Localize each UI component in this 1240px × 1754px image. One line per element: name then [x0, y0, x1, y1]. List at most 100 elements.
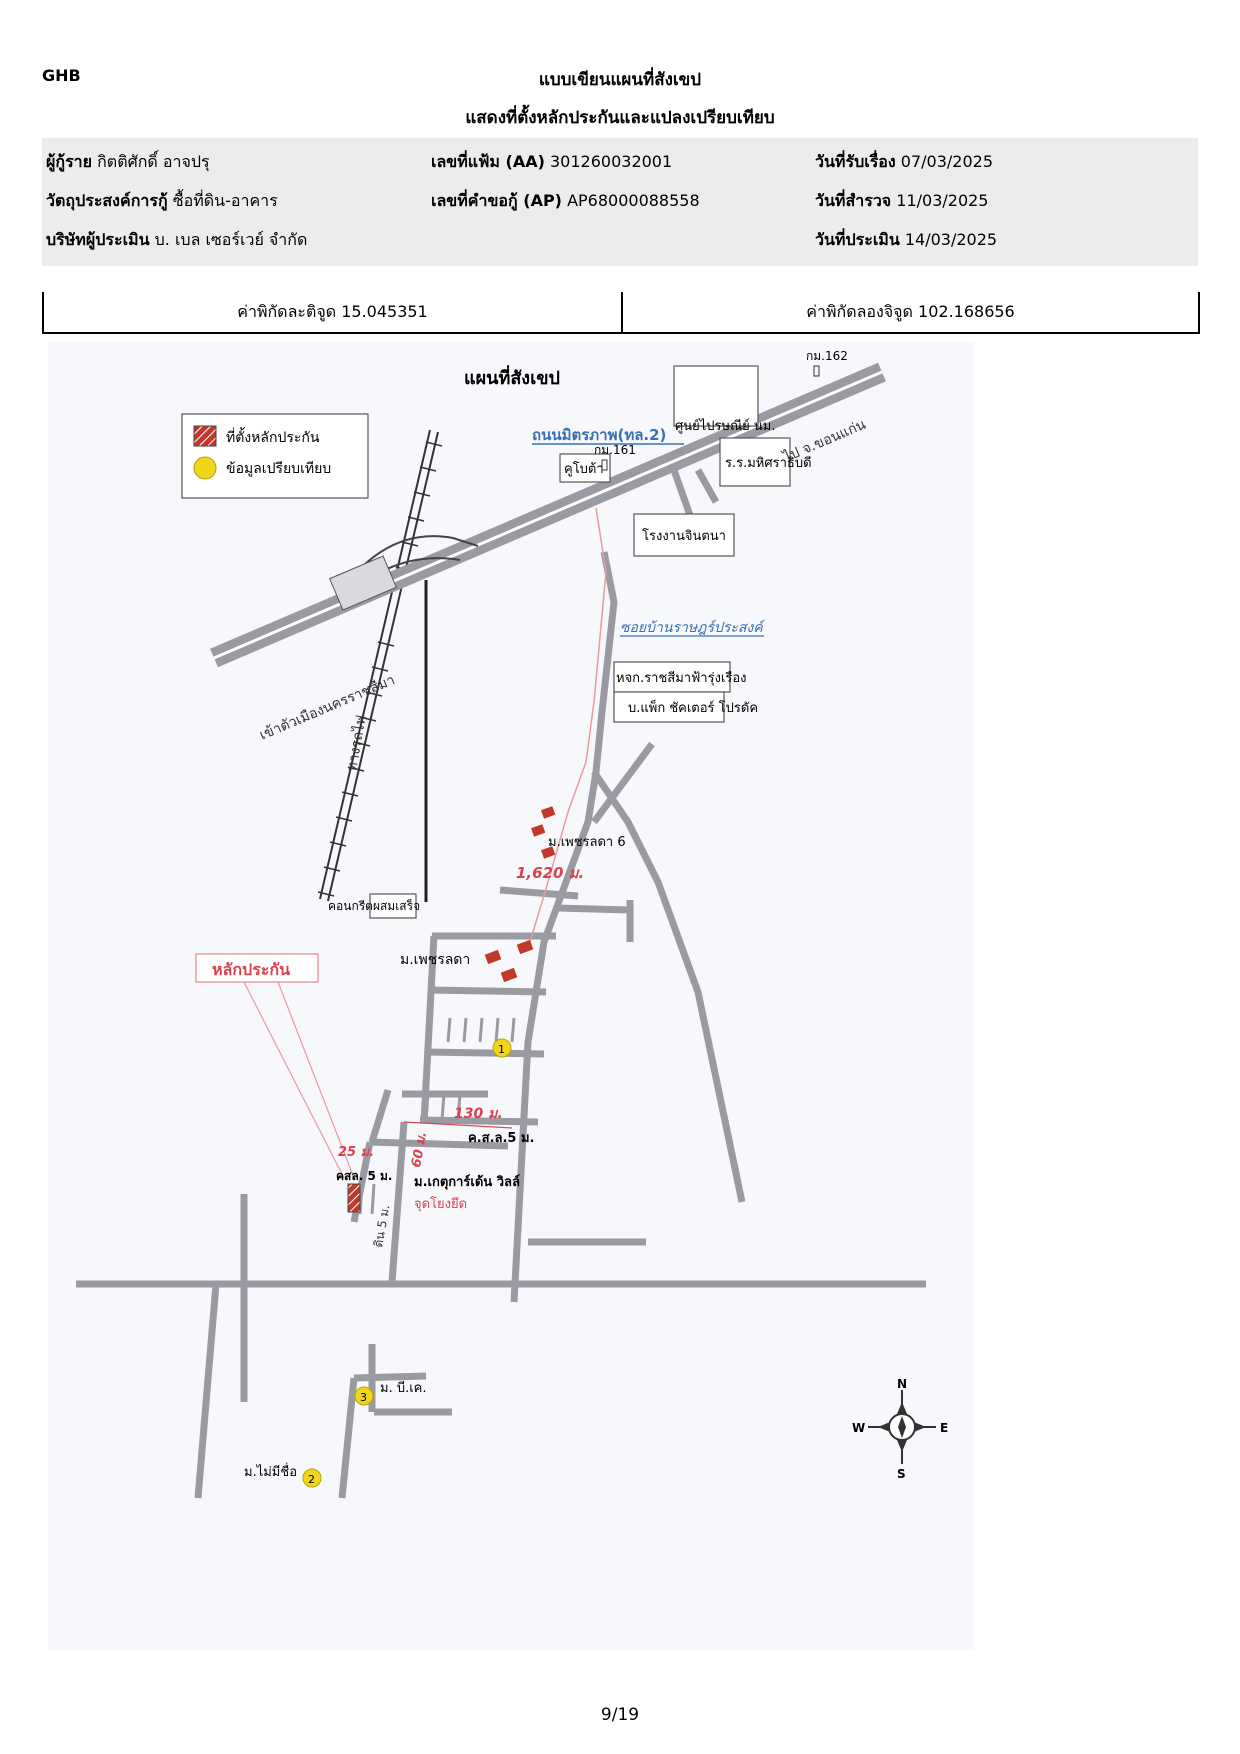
factory-box [633, 513, 735, 557]
highway-label: ถนนมิตรภาพ(ทล.2) [532, 426, 666, 444]
borrower-row: ผู้กู้ราย กิตติศักดิ์ อาจปรุ [46, 150, 210, 175]
distance-130-label: 130 ม. [454, 1106, 503, 1122]
page-title: แบบเขียนแผนที่สังเขป [538, 70, 702, 90]
house-icon [484, 949, 502, 965]
house-icon [540, 806, 556, 819]
shop1-label: หจก.ราชสีมาฟ้ารุ่งเรือง [616, 670, 747, 686]
distance-130-line [403, 1121, 513, 1129]
village-phet-label: ม.เพชรลดา [400, 952, 470, 968]
distance-60-label: 60 ม. [409, 1131, 430, 1169]
received-label: วันที่รับเรื่อง [815, 152, 896, 171]
soi-label: ซอยบ้านราษฎร์ประสงค์ [620, 619, 766, 636]
comparable-marker-1: 1 [492, 1038, 512, 1058]
legend-comparable-label: ข้อมูลเปรียบเทียบ [226, 461, 331, 477]
appraiser-row: บริษัทผู้ประเมิน บ. เบล เซอร์เวย์ จำกัด [46, 228, 307, 253]
concrete-box [369, 893, 417, 919]
latitude-cell: ค่าพิกัดละติจูด 15.045351 [237, 302, 428, 321]
building-boxes [369, 365, 791, 919]
comparable-marker-1-label: 1 [498, 1043, 505, 1056]
comparable-marker-2-label: 2 [308, 1473, 315, 1486]
compass-n-label: N [897, 1377, 907, 1391]
post-center-label: ศูนย์ไปรษณีย์ นม. [675, 418, 776, 434]
file-label: เลขที่แฟ้ม (AA) [431, 152, 545, 171]
survey-value: 11/03/2025 [896, 191, 989, 210]
page-subtitle: แสดงที่ตั้งหลักประกันและแปลงเปรียบเทียบ [465, 108, 775, 128]
coordinates-table: ค่าพิกัดละติจูด 15.045351 ค่าพิกัดลองจิจ… [42, 292, 1200, 334]
plot-lines [358, 1017, 532, 1215]
comparable-marker-3: 3 [354, 1386, 374, 1406]
house-icon [530, 824, 546, 837]
appraisal-row: วันที่ประเมิน 14/03/2025 [815, 228, 997, 253]
purpose-value: ซื้อที่ดิน-อาคาร [172, 191, 278, 210]
concrete-label: คอนกรีตผสมเสร็จ [328, 898, 420, 913]
road-kssl-label: คสล. 5 ม. [336, 1169, 392, 1183]
appraiser-value: บ. เบล เซอร์เวย์ จำกัด [154, 230, 308, 249]
compass-w-label: W [852, 1421, 865, 1435]
info-panel: ผู้กู้ราย กิตติศักดิ์ อาจปรุ วัตถุประสงค… [42, 138, 1198, 266]
map-title: แผนที่สังเขป [464, 365, 560, 389]
km161-post-icon [601, 459, 608, 471]
collateral-callout-label: หลักประกัน [212, 960, 290, 979]
km162-label: กม.162 [806, 349, 848, 363]
post-center-box [673, 365, 759, 427]
compass-icon [868, 1390, 936, 1464]
file-row: เลขที่แฟ้ม (AA) 301260032001 [431, 150, 672, 175]
distance-1620-path [529, 507, 607, 943]
factory-label: โรงงานจินตนา [642, 528, 726, 544]
collateral-callout-leader [277, 981, 355, 1179]
collateral-plot [347, 1183, 361, 1213]
request-value: AP68000088558 [567, 191, 700, 210]
house-icon [516, 939, 534, 955]
distance-1620-label: 1,620 ม. [516, 864, 584, 882]
borrower-label: ผู้กู้ราย [46, 152, 93, 171]
received-value: 07/03/2025 [900, 152, 994, 171]
appraiser-label: บริษัทผู้ประเมิน [46, 230, 150, 249]
collateral-callout-leader [243, 981, 345, 1179]
school-box [719, 437, 791, 487]
longitude-cell: ค่าพิกัดลองจิจูด 102.168656 [806, 302, 1015, 321]
survey-label: วันที่สำรวจ [815, 191, 892, 210]
coordinates-divider [621, 292, 623, 332]
kubota-label: คูโบต้า [564, 461, 604, 477]
km161-label: กม.161 [594, 443, 636, 457]
purpose-label: วัตถุประสงค์การกู้ [46, 191, 168, 210]
school-label: ร.ร.มหิศราธิบดี [725, 455, 812, 471]
legend-comparable-icon [193, 456, 217, 480]
appraisal-value: 14/03/2025 [904, 230, 998, 249]
village-bik-label: ม. บี.เค. [380, 1380, 427, 1396]
request-label: เลขที่คำขอกู้ (AP) [431, 191, 562, 210]
appraisal-label: วันที่ประเมิน [815, 230, 900, 249]
received-row: วันที่รับเรื่อง 07/03/2025 [815, 150, 993, 175]
village-phet6-label: ม.เพชรลดา 6 [548, 835, 626, 850]
house-icons [484, 806, 556, 983]
km162-post-icon [813, 365, 820, 377]
house-icon [540, 846, 556, 859]
request-row: เลขที่คำขอกู้ (AP) AP68000088558 [431, 189, 700, 214]
overpass [329, 555, 397, 611]
legend-collateral-icon [193, 425, 217, 447]
shop2-box [613, 691, 725, 723]
shop1-box [613, 661, 731, 693]
village-ket-label: ม.เกตุการ์เด้น วิลล์ [414, 1174, 520, 1190]
comparable-marker-2: 2 [302, 1468, 322, 1488]
legend-collateral-label: ที่ตั้งหลักประกัน [226, 427, 320, 446]
map-legend: ที่ตั้งหลักประกัน ข้อมูลเปรียบเทียบ [181, 413, 369, 499]
village-noname-label: ม.ไม่มีชื่อ [244, 1463, 297, 1480]
shop2-label: บ.แพ็ก ชัคเตอร์ โปรดัค [628, 698, 758, 716]
easement-label: จุดโยงยึด [414, 1196, 467, 1212]
file-value: 301260032001 [550, 152, 673, 171]
road-ksl5-label: ค.ส.ล.5 ม. [468, 1131, 535, 1146]
page-number: 9/19 [600, 1705, 640, 1725]
sketch-map-svg: ศูนย์ไปรษณีย์ นม. คูโบต้า ร.ร.มหิศราธิบด… [48, 342, 974, 1650]
distance-25-label: 25 ม. [338, 1145, 374, 1160]
soi-roads [76, 468, 926, 1499]
house-icon [500, 967, 518, 983]
borrower-value: กิตติศักดิ์ อาจปรุ [97, 152, 210, 171]
collateral-callout-box [195, 953, 319, 983]
comparable-marker-3-label: 3 [360, 1391, 367, 1404]
brand-label: GHB [42, 66, 81, 85]
compass-s-label: S [897, 1467, 906, 1481]
compass-e-label: E [940, 1421, 948, 1435]
survey-row: วันที่สำรวจ 11/03/2025 [815, 189, 988, 214]
purpose-row: วัตถุประสงค์การกู้ ซื้อที่ดิน-อาคาร [46, 189, 278, 214]
